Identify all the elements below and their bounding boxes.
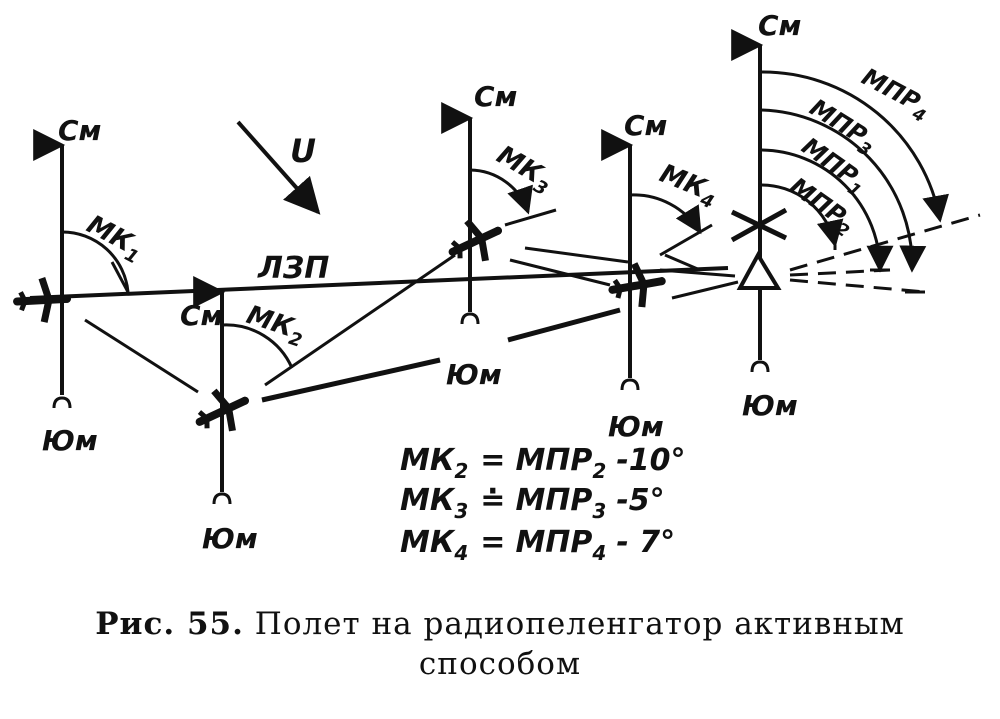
meridian-3 <box>441 102 480 326</box>
south-label: Юм <box>608 410 664 443</box>
equation-1: МК2=МПР2-10° <box>400 443 686 483</box>
caption-prefix: Рис. 55. <box>95 606 244 642</box>
south-label: Юм <box>42 424 98 457</box>
south-label: Юм <box>446 358 502 391</box>
track-label: ЛЗП <box>257 251 329 286</box>
aircraft-icon <box>190 379 258 442</box>
meridian-4 <box>601 129 640 392</box>
figure-caption: Рис. 55. Полет на радиопеленгатор активн… <box>0 604 1000 684</box>
desired-track-line <box>29 266 729 300</box>
flight-path <box>84 208 713 403</box>
south-label: Юм <box>202 522 258 555</box>
north-label: См <box>474 80 517 113</box>
heading-arcs <box>61 168 702 369</box>
north-label: См <box>624 109 667 142</box>
station-ray-lines <box>659 253 739 300</box>
heading-label-4: МК4 <box>654 159 722 214</box>
meridian-2 <box>193 276 232 506</box>
equation-2: МК3≐МПР3-5° <box>400 483 665 523</box>
heading-label-1: МК1 <box>79 210 148 269</box>
aircraft-icon <box>443 209 511 272</box>
caption-line-2: способом <box>418 646 582 682</box>
bearing-label-4: МПР4 <box>854 63 935 127</box>
wind-arrow <box>236 120 321 215</box>
north-label: См <box>758 9 801 42</box>
north-label: См <box>58 114 101 147</box>
wind-label: U <box>290 132 316 170</box>
radio-station-icon <box>730 200 788 290</box>
heading-label-3: МК3 <box>489 140 558 200</box>
meridian-1 <box>33 129 72 410</box>
south-label: Юм <box>742 389 798 422</box>
bearing-lines <box>789 213 981 294</box>
north-label: См <box>180 299 223 332</box>
caption-line-1: Полет на радиопеленгатор активным <box>254 606 905 642</box>
aircraft-icon <box>609 259 670 312</box>
equation-3: МК4=МПР4- 7° <box>400 525 675 565</box>
